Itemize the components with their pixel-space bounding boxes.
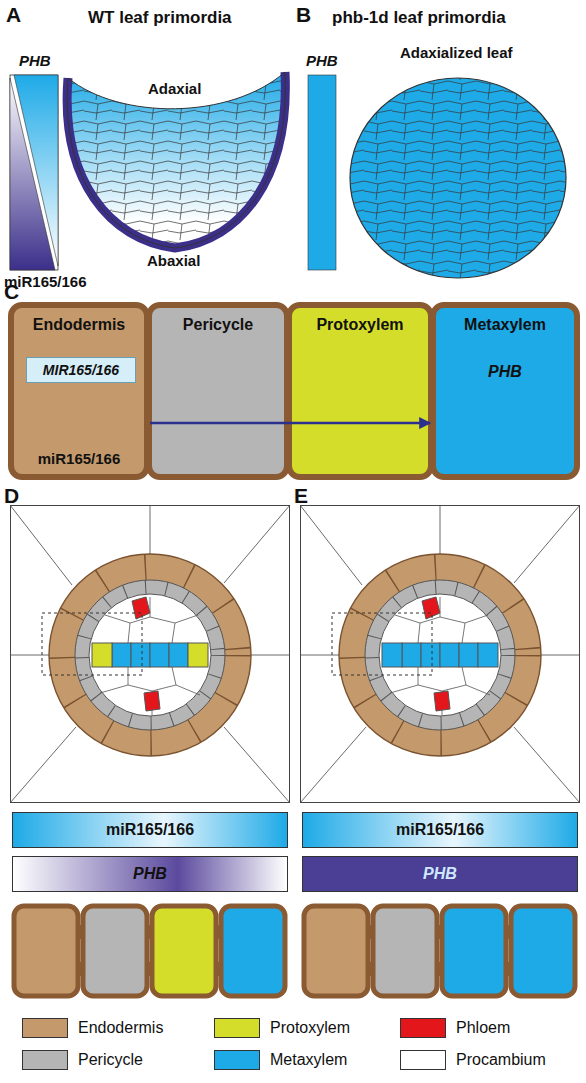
panel-title: WT leaf primordia: [88, 8, 232, 28]
gene-label: PHB: [306, 52, 338, 69]
cell-label: Pericycle: [152, 316, 284, 334]
bar-label: miR165/166: [13, 821, 287, 839]
expression-bar: miR165/166: [12, 812, 288, 848]
protoxylem-cell: Protoxylem: [286, 302, 434, 480]
bar-label: PHB: [303, 865, 577, 883]
legend-swatch: [22, 1018, 68, 1038]
legend-text: Phloem: [456, 1019, 510, 1037]
pericycle-cell: Pericycle: [146, 302, 290, 480]
legend-swatch: [214, 1018, 260, 1038]
panel-title: phb-1d leaf primordia: [332, 8, 506, 28]
legend-text: Procambium: [456, 1051, 546, 1069]
gene-label: PHB: [436, 363, 574, 381]
expression-bar: PHB: [302, 856, 578, 892]
endodermis-cell: Endodermis miR165/166 MIR165/166: [8, 302, 150, 480]
legend-text: Metaxylem: [270, 1051, 347, 1069]
panel-letter: E: [294, 484, 308, 508]
gene-label: PHB: [19, 52, 51, 69]
cell-label: Metaxylem: [436, 316, 574, 334]
panel-letter: C: [4, 280, 19, 304]
mirna-label: miR165/166: [14, 450, 144, 467]
legend-text: Endodermis: [78, 1019, 163, 1037]
bar-label: miR165/166: [303, 821, 577, 839]
panel-letter: D: [4, 484, 19, 508]
panel-letter: B: [296, 3, 311, 27]
gene-box: MIR165/166: [26, 357, 136, 383]
metaxylem-cell: MetaxylemPHB: [430, 302, 580, 480]
legend-text: Pericycle: [78, 1051, 143, 1069]
legend-swatch: [400, 1018, 446, 1038]
panel-letter: A: [6, 3, 21, 27]
movement-arrow: [150, 422, 430, 424]
side-label: Adaxial: [148, 80, 201, 97]
legend-text: Protoxylem: [270, 1019, 350, 1037]
side-label: Adaxialized leaf: [400, 44, 513, 61]
side-label: Abaxial: [147, 252, 200, 269]
bar-label: PHB: [13, 865, 287, 883]
legend-swatch: [22, 1050, 68, 1070]
expression-bar: PHB: [12, 856, 288, 892]
cell-label: Protoxylem: [292, 316, 428, 334]
expression-bar: miR165/166: [302, 812, 578, 848]
gene-label: MIR165/166: [27, 362, 135, 378]
legend-swatch: [400, 1050, 446, 1070]
cell-label: Endodermis: [14, 316, 144, 334]
legend-swatch: [214, 1050, 260, 1070]
